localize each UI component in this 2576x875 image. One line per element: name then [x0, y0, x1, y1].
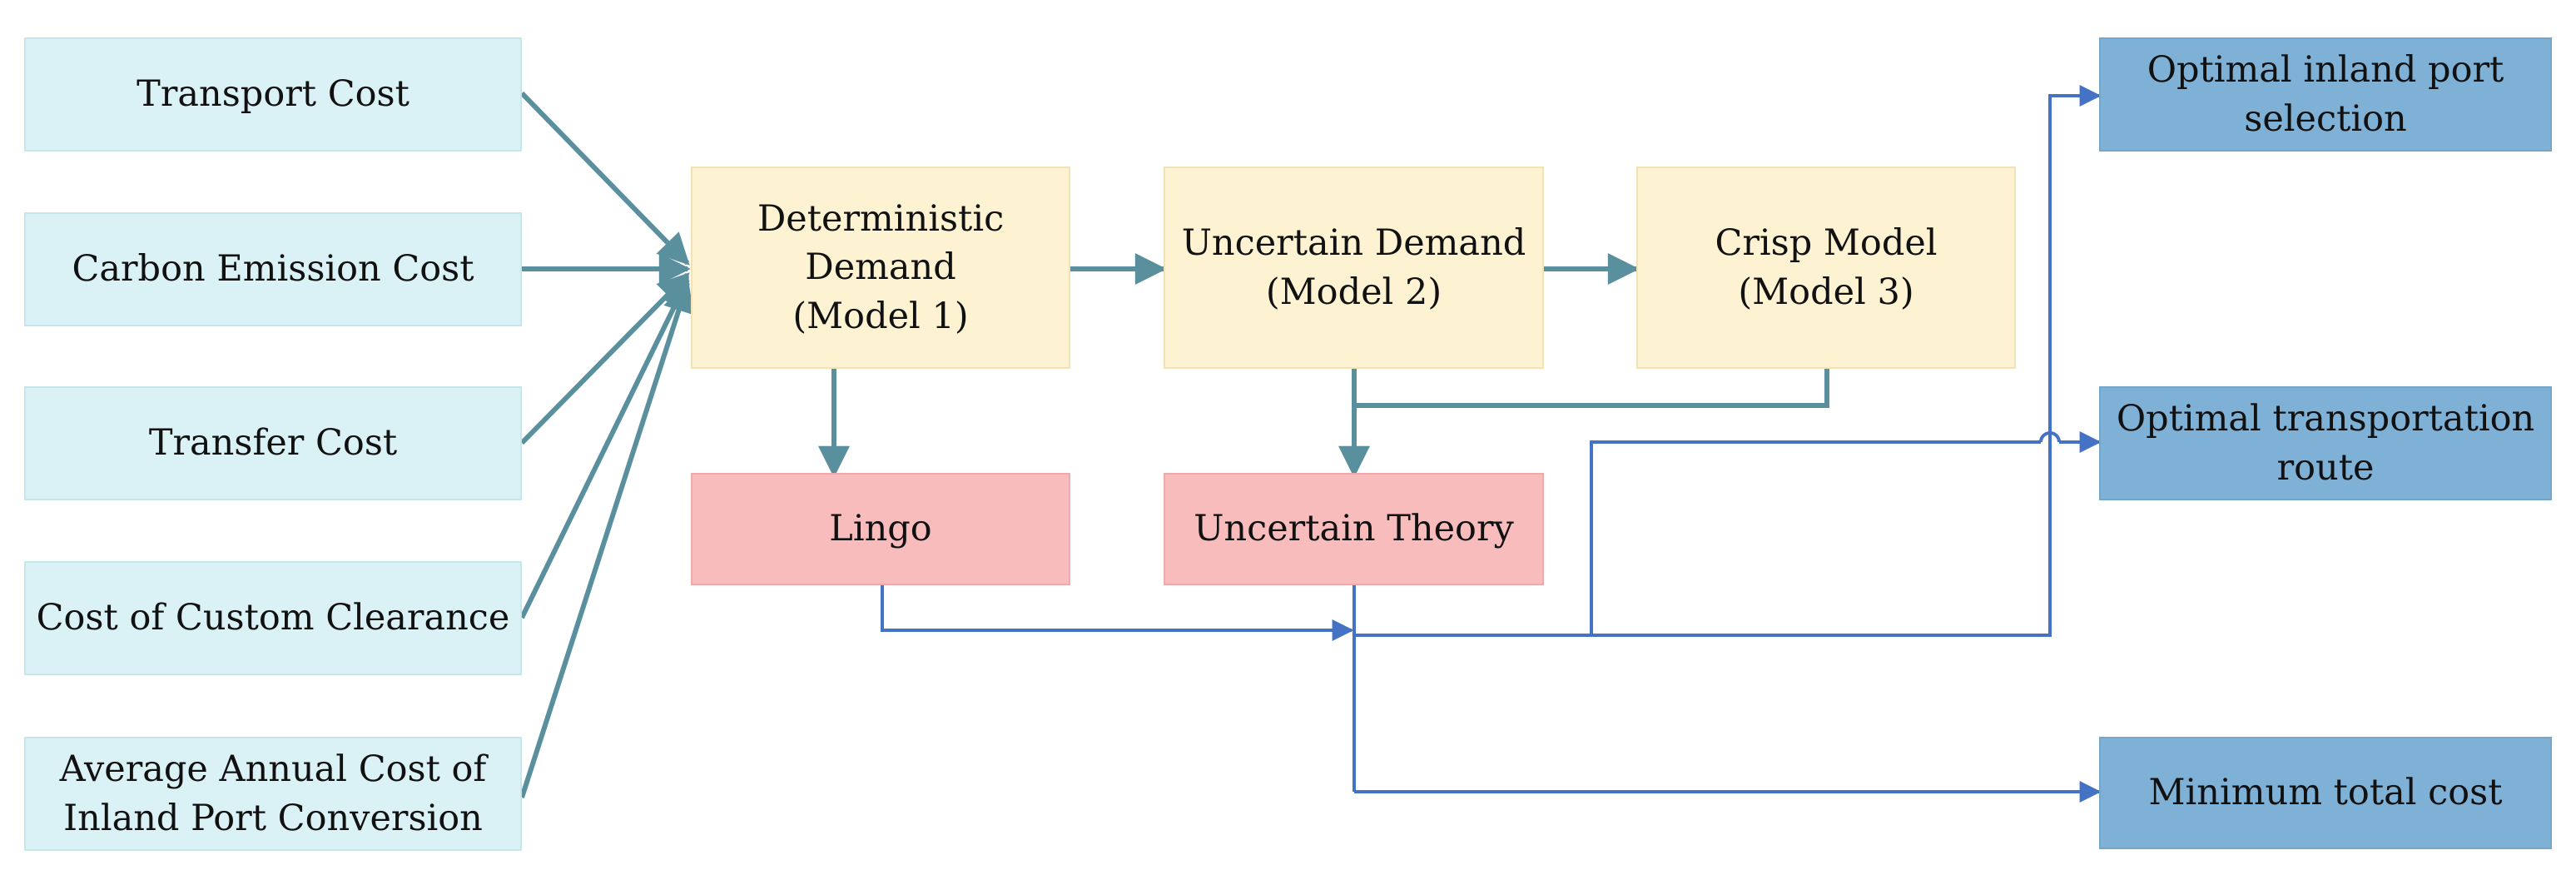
output-transportation-route: Optimal transportation route: [2099, 386, 2552, 500]
input-custom-clearance-cost: Cost of Custom Clearance: [24, 561, 522, 675]
line-hop: [2039, 431, 2061, 443]
input-transport-cost-label: Transport Cost: [136, 73, 409, 116]
model-1-deterministic: Deterministic Demand (Model 1): [691, 167, 1070, 369]
input-port-conversion-cost-line1: Average Annual Cost of: [59, 748, 487, 791]
arrow-to-transport-route: [1590, 440, 2041, 635]
model-3-line2: (Model 3): [1738, 271, 1914, 313]
input-carbon-emission-cost-label: Carbon Emission Cost: [72, 248, 474, 291]
arrow-transport-to-model1: [519, 91, 690, 266]
tool-lingo-label: Lingo: [829, 508, 932, 550]
connector-lingo-to-junction: [881, 585, 1354, 641]
arrow-customs-to-model1: [519, 276, 690, 619]
arrow-conversion-to-model1: [519, 280, 694, 798]
tool-uncertain-theory: Uncertain Theory: [1164, 473, 1544, 585]
tool-uncertain-theory-label: Uncertain Theory: [1194, 508, 1514, 550]
connector-model3-to-theory: [1354, 369, 1829, 408]
output-minimum-total-cost: Minimum total cost: [2099, 737, 2552, 849]
output-route-line1: Optimal transportation: [2116, 398, 2535, 440]
output-inland-port-selection: Optimal inland port selection: [2099, 37, 2552, 152]
model-2-line1: Uncertain Demand: [1181, 222, 1526, 265]
model-3-crisp: Crisp Model (Model 3): [1636, 167, 2016, 369]
model-1-line3: (Model 1): [792, 295, 969, 337]
output-minimum-cost-label: Minimum total cost: [2148, 772, 2503, 814]
arrow-transfer-to-model1: [519, 272, 690, 445]
output-route-line2: route: [2276, 446, 2375, 489]
input-transport-cost: Transport Cost: [24, 37, 522, 152]
model-1-line2: Demand: [805, 246, 956, 289]
input-carbon-emission-cost: Carbon Emission Cost: [24, 212, 522, 326]
model-1-line1: Deterministic: [757, 198, 1005, 241]
arrow-to-inland-port: [1354, 85, 2102, 637]
model-2-line2: (Model 2): [1265, 271, 1442, 313]
model-3-line1: Crisp Model: [1715, 222, 1938, 265]
input-transfer-cost: Transfer Cost: [24, 386, 522, 500]
model-2-uncertain: Uncertain Demand (Model 2): [1164, 167, 1544, 369]
input-custom-clearance-cost-label: Cost of Custom Clearance: [36, 597, 510, 639]
input-port-conversion-cost-line2: Inland Port Conversion: [63, 797, 483, 839]
output-inland-port-line1: Optimal inland port: [2147, 49, 2504, 92]
input-port-conversion-cost: Average Annual Cost of Inland Port Conve…: [24, 737, 522, 851]
input-transfer-cost-label: Transfer Cost: [148, 422, 398, 465]
output-inland-port-line2: selection: [2244, 97, 2407, 140]
tool-lingo: Lingo: [691, 473, 1070, 585]
